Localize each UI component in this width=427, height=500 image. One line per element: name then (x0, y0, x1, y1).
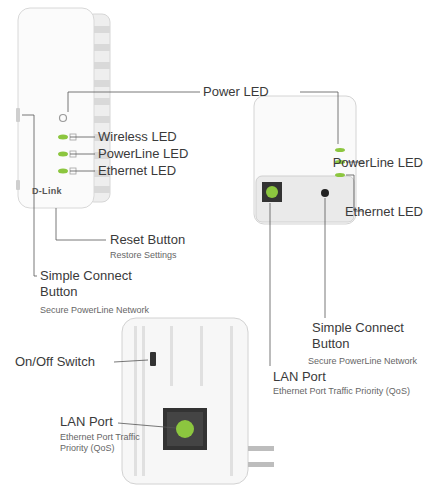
adapter-side-view-part (248, 462, 274, 467)
callout-label: PowerLine LED (333, 155, 423, 171)
callout-note: Ethernet Port Traffic Priority (QoS) (60, 432, 152, 454)
adapter-front-view-part (58, 152, 68, 157)
adapter-side-view-part (142, 326, 145, 476)
callout-note: Secure PowerLine Network (308, 356, 417, 367)
callout-label: Simple Connect Button (312, 320, 412, 351)
callout-label: Ethernet LED (345, 204, 423, 220)
callout-label: Power LED (203, 84, 269, 100)
adapter-top-view-part (266, 186, 278, 198)
adapter-side-view (122, 318, 274, 484)
adapter-side-view-part (167, 412, 203, 446)
adapter-front-view-part (16, 108, 20, 122)
leader-lines (22, 92, 364, 428)
adapter-front-view-part (58, 169, 68, 174)
adapter-side-view-part (150, 352, 156, 366)
callout-label: Reset Button (110, 232, 185, 248)
callout-note: Secure PowerLine Network (40, 305, 149, 316)
adapter-side-view-part (248, 446, 274, 451)
adapter-side-view-part (163, 408, 207, 450)
leader-lines-part (68, 92, 200, 112)
brand-logo: D-Link (32, 186, 62, 197)
leader-lines-part (70, 171, 95, 172)
adapter-front-view-part (60, 115, 67, 122)
leader-lines-part (114, 360, 148, 362)
adapter-side-view-part (122, 318, 248, 484)
adapter-side-view-part (176, 420, 194, 438)
adapter-top-view-part (335, 148, 345, 152)
leader-lines-part (300, 92, 338, 144)
callout-label: On/Off Switch (15, 354, 95, 370)
leader-lines-part (56, 208, 106, 240)
callout-note: Ethernet Port Traffic Priority (QoS) (273, 386, 418, 397)
adapter-top-view-part (256, 176, 354, 222)
adapter-side-view-part (230, 326, 233, 476)
adapter-top-view-part (335, 173, 345, 177)
callout-label: Simple Connect Button (40, 268, 140, 299)
leader-lines-part (118, 423, 176, 428)
adapter-front-view-part (16, 180, 20, 190)
adapter-side-view-part (200, 326, 203, 386)
adapter-side-view-part (134, 326, 137, 476)
adapter-top-view-part (262, 182, 282, 202)
leader-lines-part (270, 203, 271, 366)
callout-note: Restore Settings (110, 250, 177, 261)
leader-lines-part (70, 154, 95, 155)
callout-label: Ethernet LED (98, 163, 176, 179)
callout-label: LAN Port (273, 369, 326, 385)
adapter-top-view-part (321, 189, 329, 197)
adapter-front-view (16, 8, 110, 208)
adapter-front-view-part (58, 135, 68, 140)
callout-label: PowerLine LED (98, 146, 188, 162)
callout-label: LAN Port (60, 414, 113, 430)
adapter-front-view-part (18, 8, 94, 208)
leader-lines-part (70, 137, 95, 138)
callout-label: Wireless LED (98, 129, 177, 145)
leader-lines-part (325, 198, 326, 318)
adapter-side-view-part (170, 326, 173, 386)
